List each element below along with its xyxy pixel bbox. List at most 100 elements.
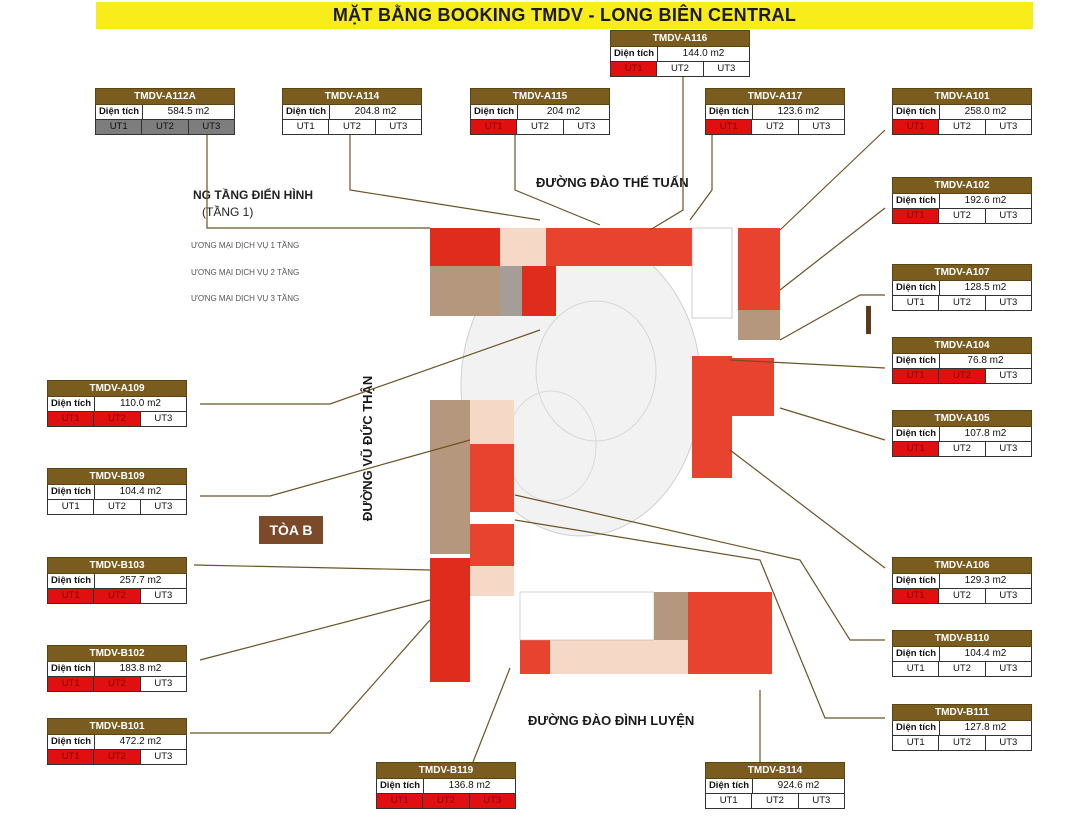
unit-b115-block[interactable] [652,640,688,674]
ut3-cell[interactable]: UT3 [999,370,1018,381]
ut3-cell[interactable]: UT3 [812,121,831,132]
unit-b116-block[interactable] [618,640,652,674]
ut1-cell[interactable]: UT1 [706,120,753,134]
ut1-cell[interactable]: UT1 [706,794,753,808]
ut2-cell[interactable]: UT2 [142,120,189,134]
ut1-cell[interactable]: UT1 [283,120,330,134]
unit-a103-block[interactable] [738,310,780,340]
ut2-cell[interactable]: UT2 [939,589,986,603]
ut3-cell[interactable]: UT3 [154,590,173,601]
ut2-cell[interactable]: UT2 [939,120,986,134]
ut2-cell[interactable]: UT2 [423,794,470,808]
unit-a110-block[interactable] [500,266,522,316]
unit-b109-block[interactable] [470,444,514,480]
ut2-cell[interactable]: UT2 [94,677,141,691]
ut3-cell[interactable]: UT3 [999,210,1018,221]
ut3-cell[interactable]: UT3 [577,121,596,132]
ut3-cell[interactable]: UT3 [469,794,515,808]
unit-b118-block[interactable] [550,640,584,674]
ut3-cell[interactable]: UT3 [999,121,1018,132]
unit-a107-block[interactable] [692,356,732,394]
unit-a104-block[interactable] [732,358,774,382]
ut1-cell[interactable]: UT1 [471,120,518,134]
unit-b111-block[interactable] [470,524,514,566]
ut3-cell[interactable]: UT3 [154,678,173,689]
unit-a102-block[interactable] [738,280,780,310]
ut1-cell[interactable]: UT1 [377,794,424,808]
ut2-cell[interactable]: UT2 [94,589,141,603]
ut2-cell[interactable]: UT2 [939,662,986,676]
unit-a111-block[interactable] [430,266,500,316]
unit-a114-block[interactable] [546,228,590,266]
ut1-cell[interactable]: UT1 [893,442,940,456]
ut2-cell[interactable]: UT2 [517,120,564,134]
ut2-cell[interactable]: UT2 [939,736,986,750]
unit-b110-block[interactable] [470,480,514,512]
ut2-cell[interactable]: UT2 [939,296,986,310]
ut3-cell[interactable]: UT3 [999,443,1018,454]
ut1-cell[interactable]: UT1 [48,412,95,426]
ut3-cell[interactable]: UT3 [154,413,173,424]
unit-b-bottom-brown[interactable] [654,592,688,640]
ut2-cell[interactable]: UT2 [94,500,141,514]
unit-a112b-block[interactable] [500,228,546,266]
ut3-cell[interactable]: UT3 [188,120,234,134]
unit-a115-block[interactable] [590,228,630,266]
ut1-cell[interactable]: UT1 [893,369,940,383]
ut1-cell[interactable]: UT1 [48,589,95,603]
ut3-cell[interactable]: UT3 [999,297,1018,308]
ut2-cell[interactable]: UT2 [939,442,986,456]
unit-b108-block[interactable] [470,400,514,444]
unit-b101-b103-block[interactable] [430,558,470,682]
ut3-cell[interactable]: UT3 [717,63,736,74]
ut1-cell[interactable]: UT1 [893,120,940,134]
unit-a117-block[interactable] [660,228,692,266]
unit-b119-block[interactable] [520,640,550,674]
ut1-cell[interactable]: UT1 [893,736,940,750]
ut2-cell[interactable]: UT2 [939,369,986,383]
ut3-cell[interactable]: UT3 [154,751,173,762]
ut1-cell[interactable]: UT1 [893,662,940,676]
ut1-cell[interactable]: UT1 [893,589,940,603]
ut1-cell[interactable]: UT1 [48,500,95,514]
ut1-cell[interactable]: UT1 [48,750,95,764]
ut2-cell[interactable]: UT2 [94,750,141,764]
ut3-cell[interactable]: UT3 [999,663,1018,674]
ut3-cell[interactable]: UT3 [812,795,831,806]
ut2-cell[interactable]: UT2 [657,62,704,76]
ut3-cell[interactable]: UT3 [999,737,1018,748]
ut2-cell[interactable]: UT2 [939,209,986,223]
unit-b117-block[interactable] [584,640,618,674]
ut2-cell[interactable]: UT2 [752,120,799,134]
unit-a116-block[interactable] [630,228,660,266]
ut1-cell[interactable]: UT1 [893,296,940,310]
ut2-cell[interactable]: UT2 [752,794,799,808]
ut1-cell[interactable]: UT1 [611,62,658,76]
ut2-cell[interactable]: UT2 [94,412,141,426]
ut3-cell[interactable]: UT3 [154,501,173,512]
ut1-cell[interactable]: UT1 [48,677,95,691]
unit-a109-block[interactable] [522,266,556,316]
ut1-cell[interactable]: UT1 [96,120,143,134]
unit-a105-block[interactable] [732,382,774,416]
unit-a112a-block[interactable] [430,228,500,266]
